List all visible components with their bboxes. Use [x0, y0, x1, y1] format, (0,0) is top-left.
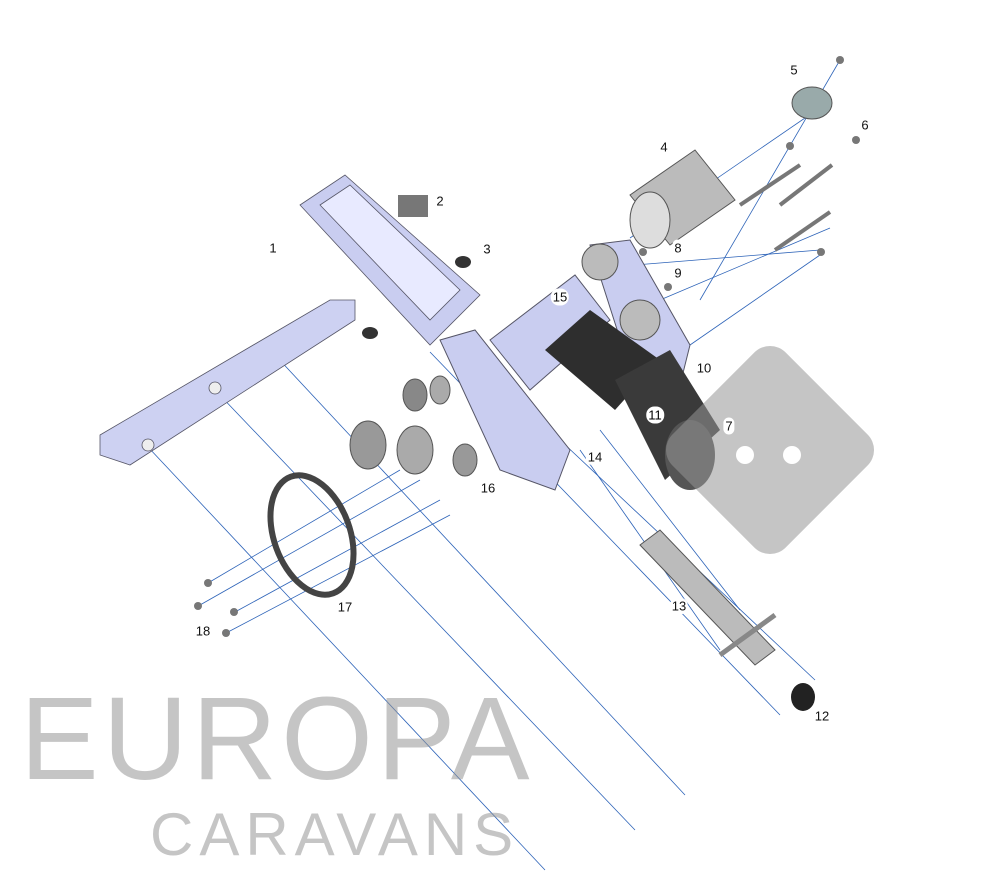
part-bolts — [194, 56, 860, 637]
part-housing — [489, 274, 611, 391]
part-bumper — [362, 327, 378, 339]
part-label-14: 14 — [585, 448, 605, 466]
part-bearing — [619, 299, 661, 341]
part-shaft — [639, 529, 777, 666]
part-bearing — [581, 243, 619, 281]
part-label-9: 9 — [672, 264, 684, 282]
part-label-16: 16 — [478, 479, 498, 497]
part-label-7: 7 — [723, 417, 735, 435]
part-side-plate — [439, 329, 571, 491]
part-label-17: 17 — [335, 598, 355, 616]
watermark-logo-icon — [665, 345, 875, 555]
part-label-2: 2 — [434, 192, 446, 210]
part-chain — [267, 472, 357, 598]
part-drum — [629, 149, 736, 249]
part-bumper — [455, 256, 471, 268]
part-label-15: 15 — [550, 288, 570, 306]
part-label-5: 5 — [788, 61, 800, 79]
part-label-1: 1 — [267, 239, 279, 257]
part-cap — [791, 86, 833, 120]
part-rods — [738, 163, 834, 252]
part-label-12: 12 — [812, 707, 832, 725]
part-label-3: 3 — [481, 240, 493, 258]
part-label-4: 4 — [658, 138, 670, 156]
part-label-18: 18 — [193, 622, 213, 640]
part-knob — [791, 683, 815, 711]
part-label-10: 10 — [694, 359, 714, 377]
part-plate — [398, 195, 428, 217]
part-gears — [349, 375, 478, 477]
part-label-13: 13 — [669, 597, 689, 615]
watermark-line1: EUROPA — [20, 673, 534, 805]
part-label-6: 6 — [859, 116, 871, 134]
part-label-11: 11 — [646, 406, 664, 424]
watermark-line2: CARAVANS — [150, 801, 520, 868]
part-label-8: 8 — [672, 239, 684, 257]
part-frame — [99, 174, 481, 466]
